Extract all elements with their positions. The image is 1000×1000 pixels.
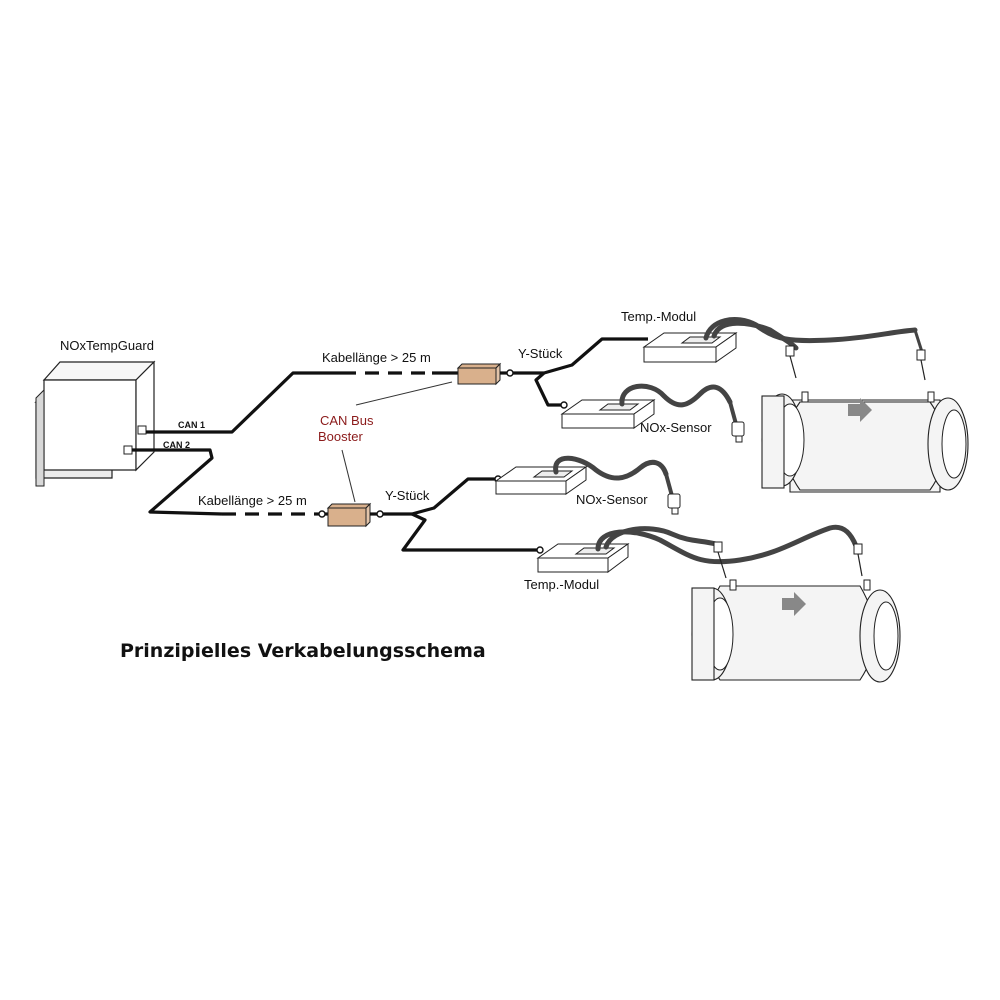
can-bus-booster-bottom [326,502,372,528]
nox-sensor-top [560,399,656,429]
cable-length-label-bottom: Kabellänge > 25 m [198,493,307,508]
y-piece-top [513,337,648,375]
can1-label: CAN 1 [178,420,205,430]
flow-arrow-bottom [782,592,806,616]
temp-module-label-top: Temp.-Modul [621,309,696,324]
diagram-caption: Prinzipielles Verkabelungsschema [120,640,486,662]
exhaust-pipe-bottom [691,579,901,683]
can1-port [137,425,147,435]
nox-sensor-bottom [494,466,588,495]
temp-module-bottom [536,543,630,573]
can1-cable [146,371,342,434]
device-label: NOxTempGuard [60,338,154,353]
temp-module-label-bottom: Temp.-Modul [524,577,599,592]
nox-sensor-label-bottom: NOx-Sensor [576,492,648,507]
booster-label-line2: Booster [318,429,363,444]
y-piece-bottom [383,477,496,516]
can-bus-booster-top [456,362,502,386]
booster-label-line1: CAN Bus [320,413,374,428]
can2-label: CAN 2 [163,440,190,450]
can2-port [123,445,133,455]
cable-length-label-top: Kabellänge > 25 m [322,350,431,365]
exhaust-pipe-top [761,391,969,493]
y-piece-label-bottom: Y-Stück [385,488,430,503]
noxtempguard-device [34,360,156,487]
y-piece-label-top: Y-Stück [518,346,563,361]
can2-cable [132,448,223,516]
nox-sensor-label-top: NOx-Sensor [640,420,712,435]
flow-arrow-top [848,398,872,422]
temp-module-top [642,332,738,363]
